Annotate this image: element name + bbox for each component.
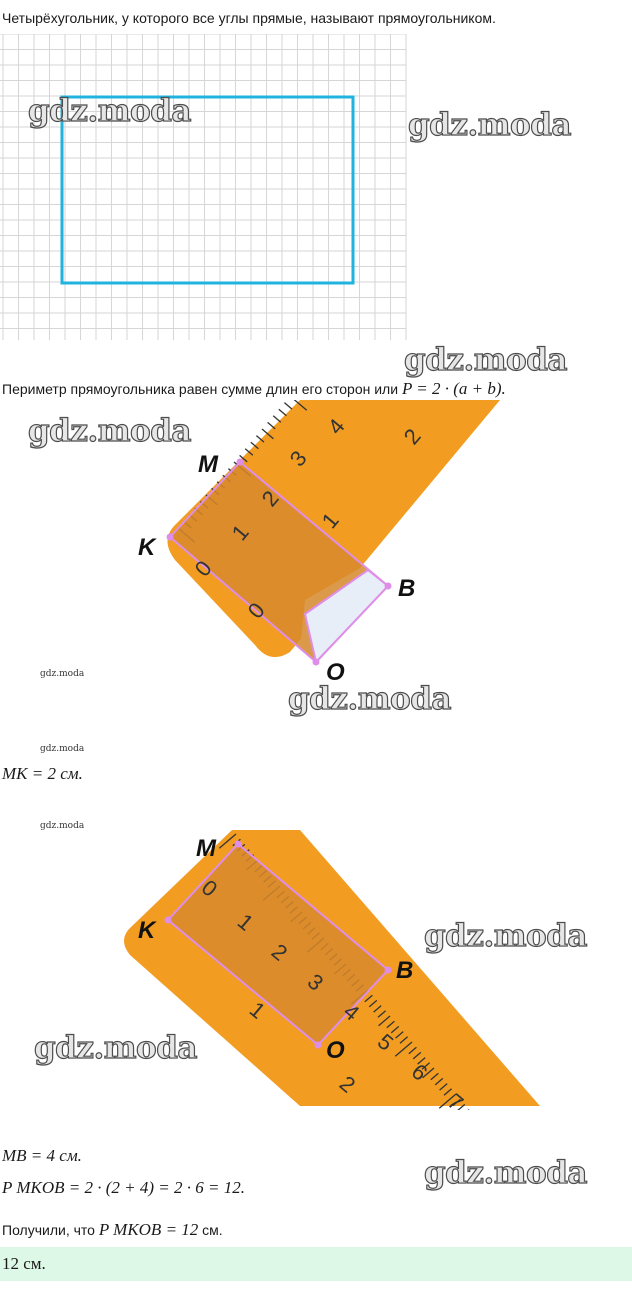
watermark: gdz.moda xyxy=(40,744,85,754)
point-label-o: O xyxy=(326,1037,345,1064)
answer-box: 12 см. xyxy=(0,1247,632,1281)
watermark: gdz.moda xyxy=(40,669,85,679)
watermark: gdz.moda xyxy=(287,680,452,717)
point-label-k: K xyxy=(138,917,157,944)
point-label-b: B xyxy=(396,957,413,984)
point-label-m: M xyxy=(196,835,217,862)
result-text: Получили, что P MKOB = 12 см. xyxy=(2,1221,223,1239)
grid-lines xyxy=(0,34,407,340)
watermark: gdz.moda xyxy=(423,917,588,954)
definition-text: Четырёхугольник, у которого все углы пря… xyxy=(2,10,496,26)
watermark: gdz.moda xyxy=(27,92,192,129)
watermark: gdz.moda xyxy=(40,821,85,831)
watermark: gdz.moda xyxy=(27,412,192,449)
perimeter-rule-prefix: Периметр прямоугольника равен сумме длин… xyxy=(2,381,402,397)
point-label-b: B xyxy=(398,575,415,602)
result-prefix: Получили, что xyxy=(2,1222,99,1238)
result-unit: см. xyxy=(198,1222,223,1238)
perimeter-rule-formula: P = 2 · (a + b). xyxy=(401,379,506,398)
watermark: gdz.moda xyxy=(407,106,572,143)
answer-text: 12 см. xyxy=(2,1254,46,1273)
watermark: gdz.moda xyxy=(403,341,568,378)
result-formula: P MKOB = 12 xyxy=(98,1220,199,1239)
mk-value: MK = 2 см. xyxy=(2,764,83,783)
mb-value: MB = 4 см. xyxy=(2,1146,82,1165)
point-label-k: K xyxy=(138,534,157,561)
perimeter-calculation: P MKOB = 2 · (2 + 4) = 2 · 6 = 12. xyxy=(2,1178,245,1197)
point-label-m: M xyxy=(198,451,219,478)
watermark: gdz.moda xyxy=(423,1154,588,1191)
rectangle xyxy=(60,95,355,285)
ruler-figure-mk: 4 3 2 1 0 0 1 2 M K B O xyxy=(138,400,500,686)
point-label-o: O xyxy=(326,659,345,686)
watermark: gdz.moda xyxy=(33,1029,198,1066)
ruler-figure-mb: 0 1 2 3 4 5 6 7 1 2 M K B O xyxy=(124,830,540,1110)
perimeter-rule-text: Периметр прямоугольника равен сумме длин… xyxy=(2,380,506,398)
grid-rectangle-figure xyxy=(0,34,407,340)
